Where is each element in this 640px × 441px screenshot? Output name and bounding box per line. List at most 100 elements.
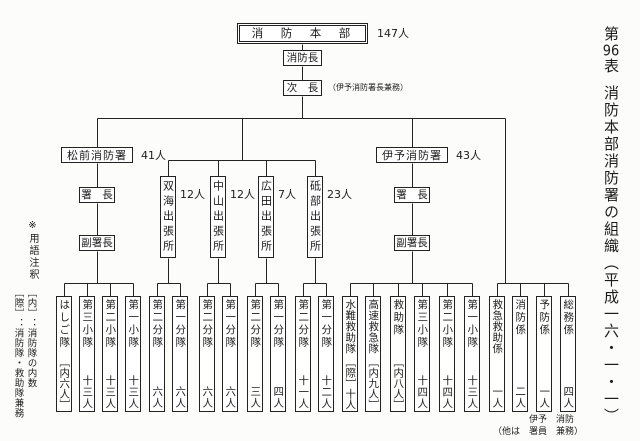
legend-item: ［内］：消防隊の内数 xyxy=(25,288,37,388)
unit-box: 第三小隊 十四人 xyxy=(414,296,430,412)
unit-count: ［内八人］ xyxy=(392,356,405,410)
unit-count: 十三人 xyxy=(81,374,94,410)
branch-box-hirota: 広田出張所 xyxy=(258,176,274,258)
station-box-matsumae: 松前消防署 xyxy=(61,147,133,163)
unit-name: 第一分隊 xyxy=(320,299,333,349)
unit-name: 第二小隊 xyxy=(441,299,454,349)
section-count: 二人 xyxy=(514,386,527,409)
hq-sections-line xyxy=(497,118,569,297)
unit-count: 十三人 xyxy=(466,374,479,410)
section-note-line1: 伊予 消防 xyxy=(529,415,575,425)
unit-box: 第一小隊 十三人 xyxy=(125,296,141,412)
hirota-line xyxy=(255,258,279,297)
unit-name: 第二小隊 xyxy=(104,299,117,349)
unit-name: 第一分隊 xyxy=(224,299,237,349)
unit-box: 第二小隊 十四人 xyxy=(439,296,455,412)
unit-count: ［内六人］ xyxy=(58,356,71,410)
section-box: 総務係 四人 xyxy=(560,296,576,412)
fire-chief-box: 消防長 xyxy=(283,50,322,66)
iyo-line xyxy=(350,118,473,297)
unit-box: 第二分隊 三人 xyxy=(247,296,263,412)
unit-count: 十三人 xyxy=(127,374,140,410)
unit-name: はしご隊 xyxy=(58,299,71,349)
branch-count-nakayama: 12人 xyxy=(230,188,255,201)
unit-box-water-rescue: 水難救助隊 ［際］十人 xyxy=(342,296,358,412)
unit-box: 第一分隊 六人 xyxy=(172,296,188,412)
unit-box: 第一分隊 四人 xyxy=(270,296,286,412)
unit-name: 第三小隊 xyxy=(416,299,429,349)
futami-line xyxy=(157,258,181,297)
unit-box: 第二分隊 十一人 xyxy=(295,296,311,412)
unit-name: 水難救助隊 xyxy=(344,299,357,354)
deputy-chief-note: （伊予消防署長兼務） xyxy=(328,83,408,92)
legend-description: ：消防隊の内数 xyxy=(25,318,37,388)
unit-count: 六人 xyxy=(201,386,214,409)
unit-count: ［内九人］ xyxy=(367,356,380,410)
unit-box-ladder: はしご隊 ［内六人］ xyxy=(56,296,72,412)
unit-count: 三人 xyxy=(249,386,262,409)
table-title-date: （平成一六・一・一） xyxy=(602,255,620,425)
unit-box: 第一分隊 六人 xyxy=(222,296,238,412)
legend-description: ：消防隊・救助隊兼務 xyxy=(12,318,24,418)
unit-name: 第一小隊 xyxy=(466,299,479,349)
legend-heading: ※用語注釈 xyxy=(27,220,38,281)
branch-count-tobe: 23人 xyxy=(327,188,352,201)
unit-box: 第二小隊 十三人 xyxy=(102,296,118,412)
table-number-prefix: 第 xyxy=(602,26,620,43)
section-count: 四人 xyxy=(562,386,575,409)
vice-chief-box-iyo: 副署長 xyxy=(394,235,430,251)
branch-count-futami: 12人 xyxy=(180,188,205,201)
deputy-chief-box: 次 長 xyxy=(283,80,322,96)
branch-box-nakayama: 中山出張所 xyxy=(210,176,226,258)
unit-box: 第二分隊 六人 xyxy=(149,296,165,412)
unit-name: 第二分隊 xyxy=(201,299,214,349)
unit-count: 十二人 xyxy=(320,374,333,410)
unit-count: 六人 xyxy=(151,386,164,409)
headquarters-count: 147人 xyxy=(377,27,409,40)
unit-name: 高速救急隊 xyxy=(367,299,380,354)
unit-name: 第二分隊 xyxy=(249,299,262,349)
unit-name: 第三小隊 xyxy=(81,299,94,349)
unit-count: 十一人 xyxy=(297,374,310,410)
section-name: 消防係 xyxy=(514,299,527,337)
section-name: 救急救助係 xyxy=(491,299,504,354)
table-title: 第96表消防本部消防署の組織（平成一六・一・一） xyxy=(602,26,620,425)
table-number: 96 xyxy=(602,43,620,58)
tobe-line xyxy=(303,258,327,297)
branch-box-tobe: 砥部出張所 xyxy=(307,176,323,258)
unit-box: 第二分隊 六人 xyxy=(199,296,215,412)
unit-box: 第一分隊 十二人 xyxy=(318,296,334,412)
station-chief-box-iyo: 署 長 xyxy=(394,187,430,203)
vice-chief-box-matsumae: 副署長 xyxy=(79,235,115,251)
station-count-iyo: 43人 xyxy=(456,149,481,162)
unit-box: 第一小隊 十三人 xyxy=(464,296,480,412)
unit-count: 十四人 xyxy=(416,374,429,410)
station-count-matsumae: 41人 xyxy=(141,149,166,162)
unit-name: 第一小隊 xyxy=(127,299,140,349)
headquarters-box: 消 防 本 部 xyxy=(237,23,368,44)
unit-box-rescue: 救助隊 ［内八人］ xyxy=(390,296,406,412)
unit-count: ［際］十人 xyxy=(344,356,357,410)
section-name: 予防係 xyxy=(538,299,551,337)
section-box: 救急救助係 一人 xyxy=(489,296,505,412)
station-chief-box-matsumae: 署 長 xyxy=(79,187,115,203)
unit-box: 第三小隊 十三人 xyxy=(79,296,95,412)
branch-bus-line xyxy=(168,118,316,177)
section-box: 予防係 一人 xyxy=(536,296,552,412)
table-number-suffix: 表 xyxy=(602,58,620,75)
unit-name: 第二分隊 xyxy=(151,299,164,349)
unit-count: 六人 xyxy=(224,386,237,409)
section-note-line2: （他は 署員 兼務） xyxy=(493,427,584,437)
section-count: 一人 xyxy=(491,386,504,409)
table-title-main: 消防本部消防署の組織 xyxy=(602,85,620,255)
unit-count: 四人 xyxy=(272,386,285,409)
unit-count: 十三人 xyxy=(104,374,117,410)
branch-box-futami: 双海出張所 xyxy=(160,176,176,258)
unit-count: 十四人 xyxy=(441,374,454,410)
station-box-iyo: 伊予消防署 xyxy=(376,147,448,163)
section-count: 一人 xyxy=(538,386,551,409)
nakayama-line xyxy=(207,258,231,297)
legend-item: ［際］：消防隊・救助隊兼務 xyxy=(12,288,24,418)
